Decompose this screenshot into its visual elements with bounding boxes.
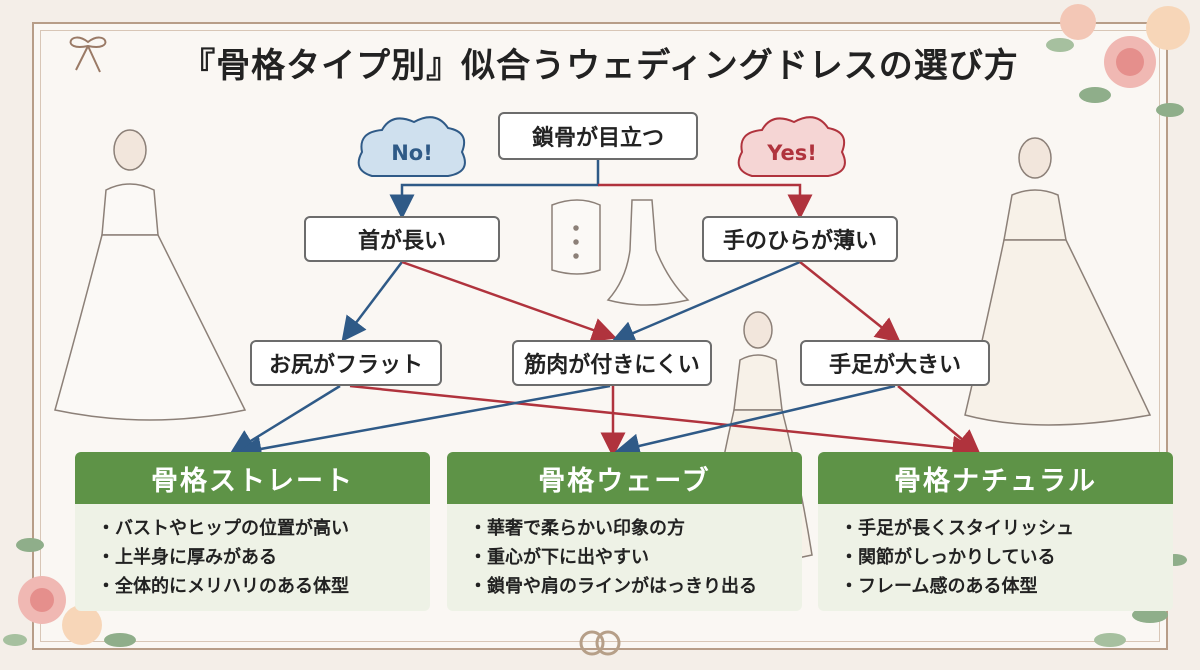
arrow-hip-to-natural [349, 384, 978, 461]
card-wave: 骨格ウェーブ 華奢で柔らかい印象の方 重心が下に出やすい 鎖骨や肩のラインがはっ… [447, 452, 802, 611]
no-badge: No! [391, 141, 433, 165]
arrow-root-to-palm [598, 183, 813, 220]
card-point: 関節がしっかりしている [840, 543, 1173, 572]
card-point: 重心が下に出やすい [469, 543, 802, 572]
no-badge-cloud [357, 116, 466, 177]
arrow-palm-to-muscle [610, 260, 801, 345]
yes-badge-cloud [737, 116, 846, 177]
card-natural: 骨格ナチュラル 手足が長くスタイリッシュ 関節がしっかりしている フレーム感のあ… [818, 452, 1173, 611]
card-point: 鎖骨や肩のラインがはっきり出る [469, 572, 802, 601]
arrow-limbs-to-natural [897, 385, 981, 455]
bow-icon [69, 36, 107, 73]
bride-left [54, 129, 247, 421]
node-limbs: 手足が大きい [800, 340, 990, 386]
node-root: 鎖骨が目立つ [498, 112, 698, 160]
rose-corner-icon [1046, 4, 1190, 117]
page-title: 『骨格タイプ別』似合うウェディングドレスの選び方 [181, 46, 1019, 86]
card-point: フレーム感のある体型 [840, 572, 1173, 601]
node-neck: 首が長い [304, 216, 500, 262]
inner-frame [40, 30, 1160, 642]
card-point: 上半身に厚みがある [97, 543, 430, 572]
card-title: 骨格ウェーブ [447, 452, 802, 504]
card-point: 手足が長くスタイリッシュ [840, 514, 1173, 543]
node-muscle: 筋肉が付きにくい [512, 340, 712, 386]
card-point: バストやヒップの位置が高い [97, 514, 430, 543]
arrow-muscle-to-straight [236, 384, 611, 462]
card-title: 骨格ストレート [75, 452, 430, 504]
card-straight: 骨格ストレート バストやヒップの位置が高い 上半身に厚みがある 全体的にメリハリ… [75, 452, 430, 611]
card-point: 華奢で柔らかい印象の方 [469, 514, 802, 543]
bodice-and-mermaid-dress [551, 199, 690, 306]
arrow-palm-to-limbs [799, 261, 901, 343]
node-hip: お尻がフラット [250, 340, 442, 386]
arrow-neck-to-muscle [401, 260, 618, 342]
card-point: 全体的にメリハリのある体型 [97, 572, 430, 601]
bride-right [964, 137, 1152, 426]
card-title: 骨格ナチュラル [818, 452, 1173, 504]
rings-icon [579, 630, 621, 656]
arrow-neck-to-hip [341, 261, 403, 342]
arrow-limbs-to-wave [614, 384, 896, 459]
node-palm: 手のひらが薄い [702, 216, 898, 262]
yes-badge: Yes! [767, 141, 817, 165]
arrow-root-to-neck [389, 160, 600, 220]
rose-corner-icon [3, 538, 136, 647]
